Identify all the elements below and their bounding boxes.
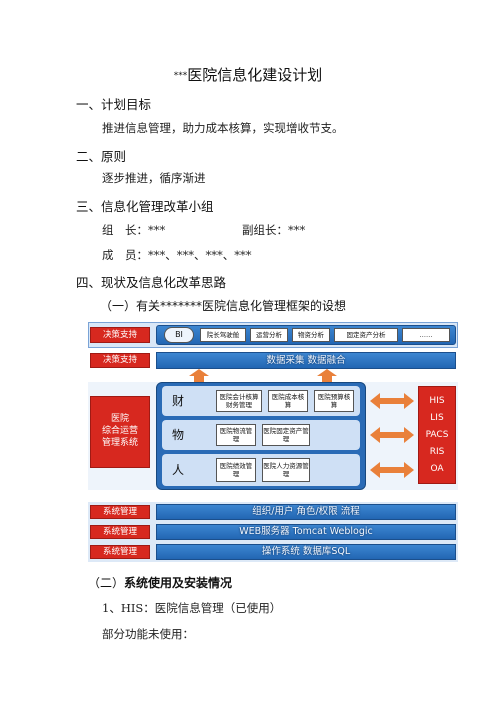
left-block: 医院 综合运营 管理系统 [90, 396, 150, 468]
ren-item-2: 医院人力资源管理 [262, 458, 310, 482]
up-arrow-left [189, 369, 209, 382]
right-block-ris: RIS [429, 447, 445, 457]
wu-row [162, 420, 360, 450]
subsection-2-prefix: （二） [88, 576, 125, 590]
double-arrows [370, 393, 414, 478]
row1-label: 决策支持 [90, 327, 150, 343]
sys2-bar: WEB服务器 Tomcat Weblogic [156, 524, 456, 540]
double-arrow-wu [370, 427, 414, 443]
section-2-text: 逐步推进，循序渐进 [102, 171, 206, 185]
double-arrow-ren [370, 462, 414, 478]
section-3-heading: 三、信息化管理改革小组 [76, 199, 214, 214]
item-1: 1、HIS：医院信息管理（已使用） [102, 601, 282, 615]
bi-item-2: 运营分析 [250, 328, 288, 342]
item-1-note: 部分功能未使用： [102, 627, 194, 641]
framework-diagram: 决策支持 BI 院长驾驶舱 运营分析 物资分析 固定资产分析 …… 决策支持 数… [88, 322, 458, 562]
bi-item-3: 物资分析 [292, 328, 330, 342]
sys3-label: 系统管理 [90, 545, 150, 559]
subsection-1-heading: （一）有关*******医院信息化管理框架的设想 [100, 299, 347, 313]
row2-bar: 数据采集 数据融合 [156, 352, 456, 369]
right-block: HIS LIS PACS RIS OA [418, 386, 456, 484]
left-block-line-2: 综合运营 [101, 426, 138, 436]
member-value: ***、***、***、*** [148, 248, 252, 262]
right-block-lis: LIS [430, 413, 444, 423]
double-arrow-cai [370, 393, 414, 409]
left-block-line-3: 管理系统 [101, 438, 138, 448]
wu-item-2: 医院固定资产管理 [262, 424, 310, 446]
ren-item-1: 医院绩效管理 [216, 458, 256, 482]
right-block-his: HIS [429, 396, 445, 406]
up-arrow-right [317, 369, 337, 382]
bi-item-5: …… [402, 328, 450, 342]
leader-value: *** [148, 223, 166, 237]
cai-item-1: 医院会计核算财务管理 [216, 390, 262, 412]
subsection-2-title: 系统使用及安装情况 [124, 576, 233, 590]
cai-item-2: 医院成本核算 [268, 390, 308, 412]
member-label: 成 员： [102, 248, 148, 262]
deputy-value: *** [288, 223, 306, 237]
wu-item-1: 医院物流管理 [216, 424, 256, 446]
wu-label: 物 [172, 428, 185, 442]
row2-label: 决策支持 [90, 353, 150, 368]
section-2-heading: 二、原则 [76, 149, 127, 164]
cai-item-3: 医院预算核算 [314, 390, 354, 412]
page-title: ***医院信息化建设计划 [0, 64, 496, 85]
cai-label: 财 [172, 394, 185, 408]
right-block-pacs: PACS [425, 430, 449, 440]
bi-item-4: 固定资产分析 [334, 328, 398, 342]
deputy-line: 副组长：*** [242, 222, 305, 238]
leader-line: 组 长：*** [102, 222, 165, 238]
member-line: 成 员：***、***、***、*** [102, 247, 252, 263]
sys1-label: 系统管理 [90, 505, 150, 519]
title-prefix: *** [173, 71, 188, 81]
ren-row [162, 454, 360, 486]
deputy-label: 副组长： [242, 223, 288, 237]
left-block-line-1: 医院 [110, 414, 129, 424]
section-4-heading: 四、现状及信息化改革思路 [76, 275, 227, 290]
bi-item-1: 院长驾驶舱 [200, 328, 246, 342]
ren-label: 人 [172, 463, 185, 477]
sys1-bar: 组织/用户 角色/权限 流程 [156, 504, 456, 520]
bi-badge: BI [164, 327, 194, 343]
leader-label: 组 长： [102, 223, 148, 237]
sys2-label: 系统管理 [90, 525, 150, 539]
title-text: 医院信息化建设计划 [187, 66, 323, 84]
sys3-bar: 操作系统 数据库SQL [156, 544, 456, 560]
up-arrows [189, 369, 337, 382]
section-1-text: 推进信息管理，助力成本核算，实现增收节支。 [102, 121, 344, 135]
right-block-oa: OA [430, 464, 444, 474]
section-1-heading: 一、计划目标 [76, 97, 152, 112]
subsection-2-heading: （二）系统使用及安装情况 [88, 574, 232, 591]
